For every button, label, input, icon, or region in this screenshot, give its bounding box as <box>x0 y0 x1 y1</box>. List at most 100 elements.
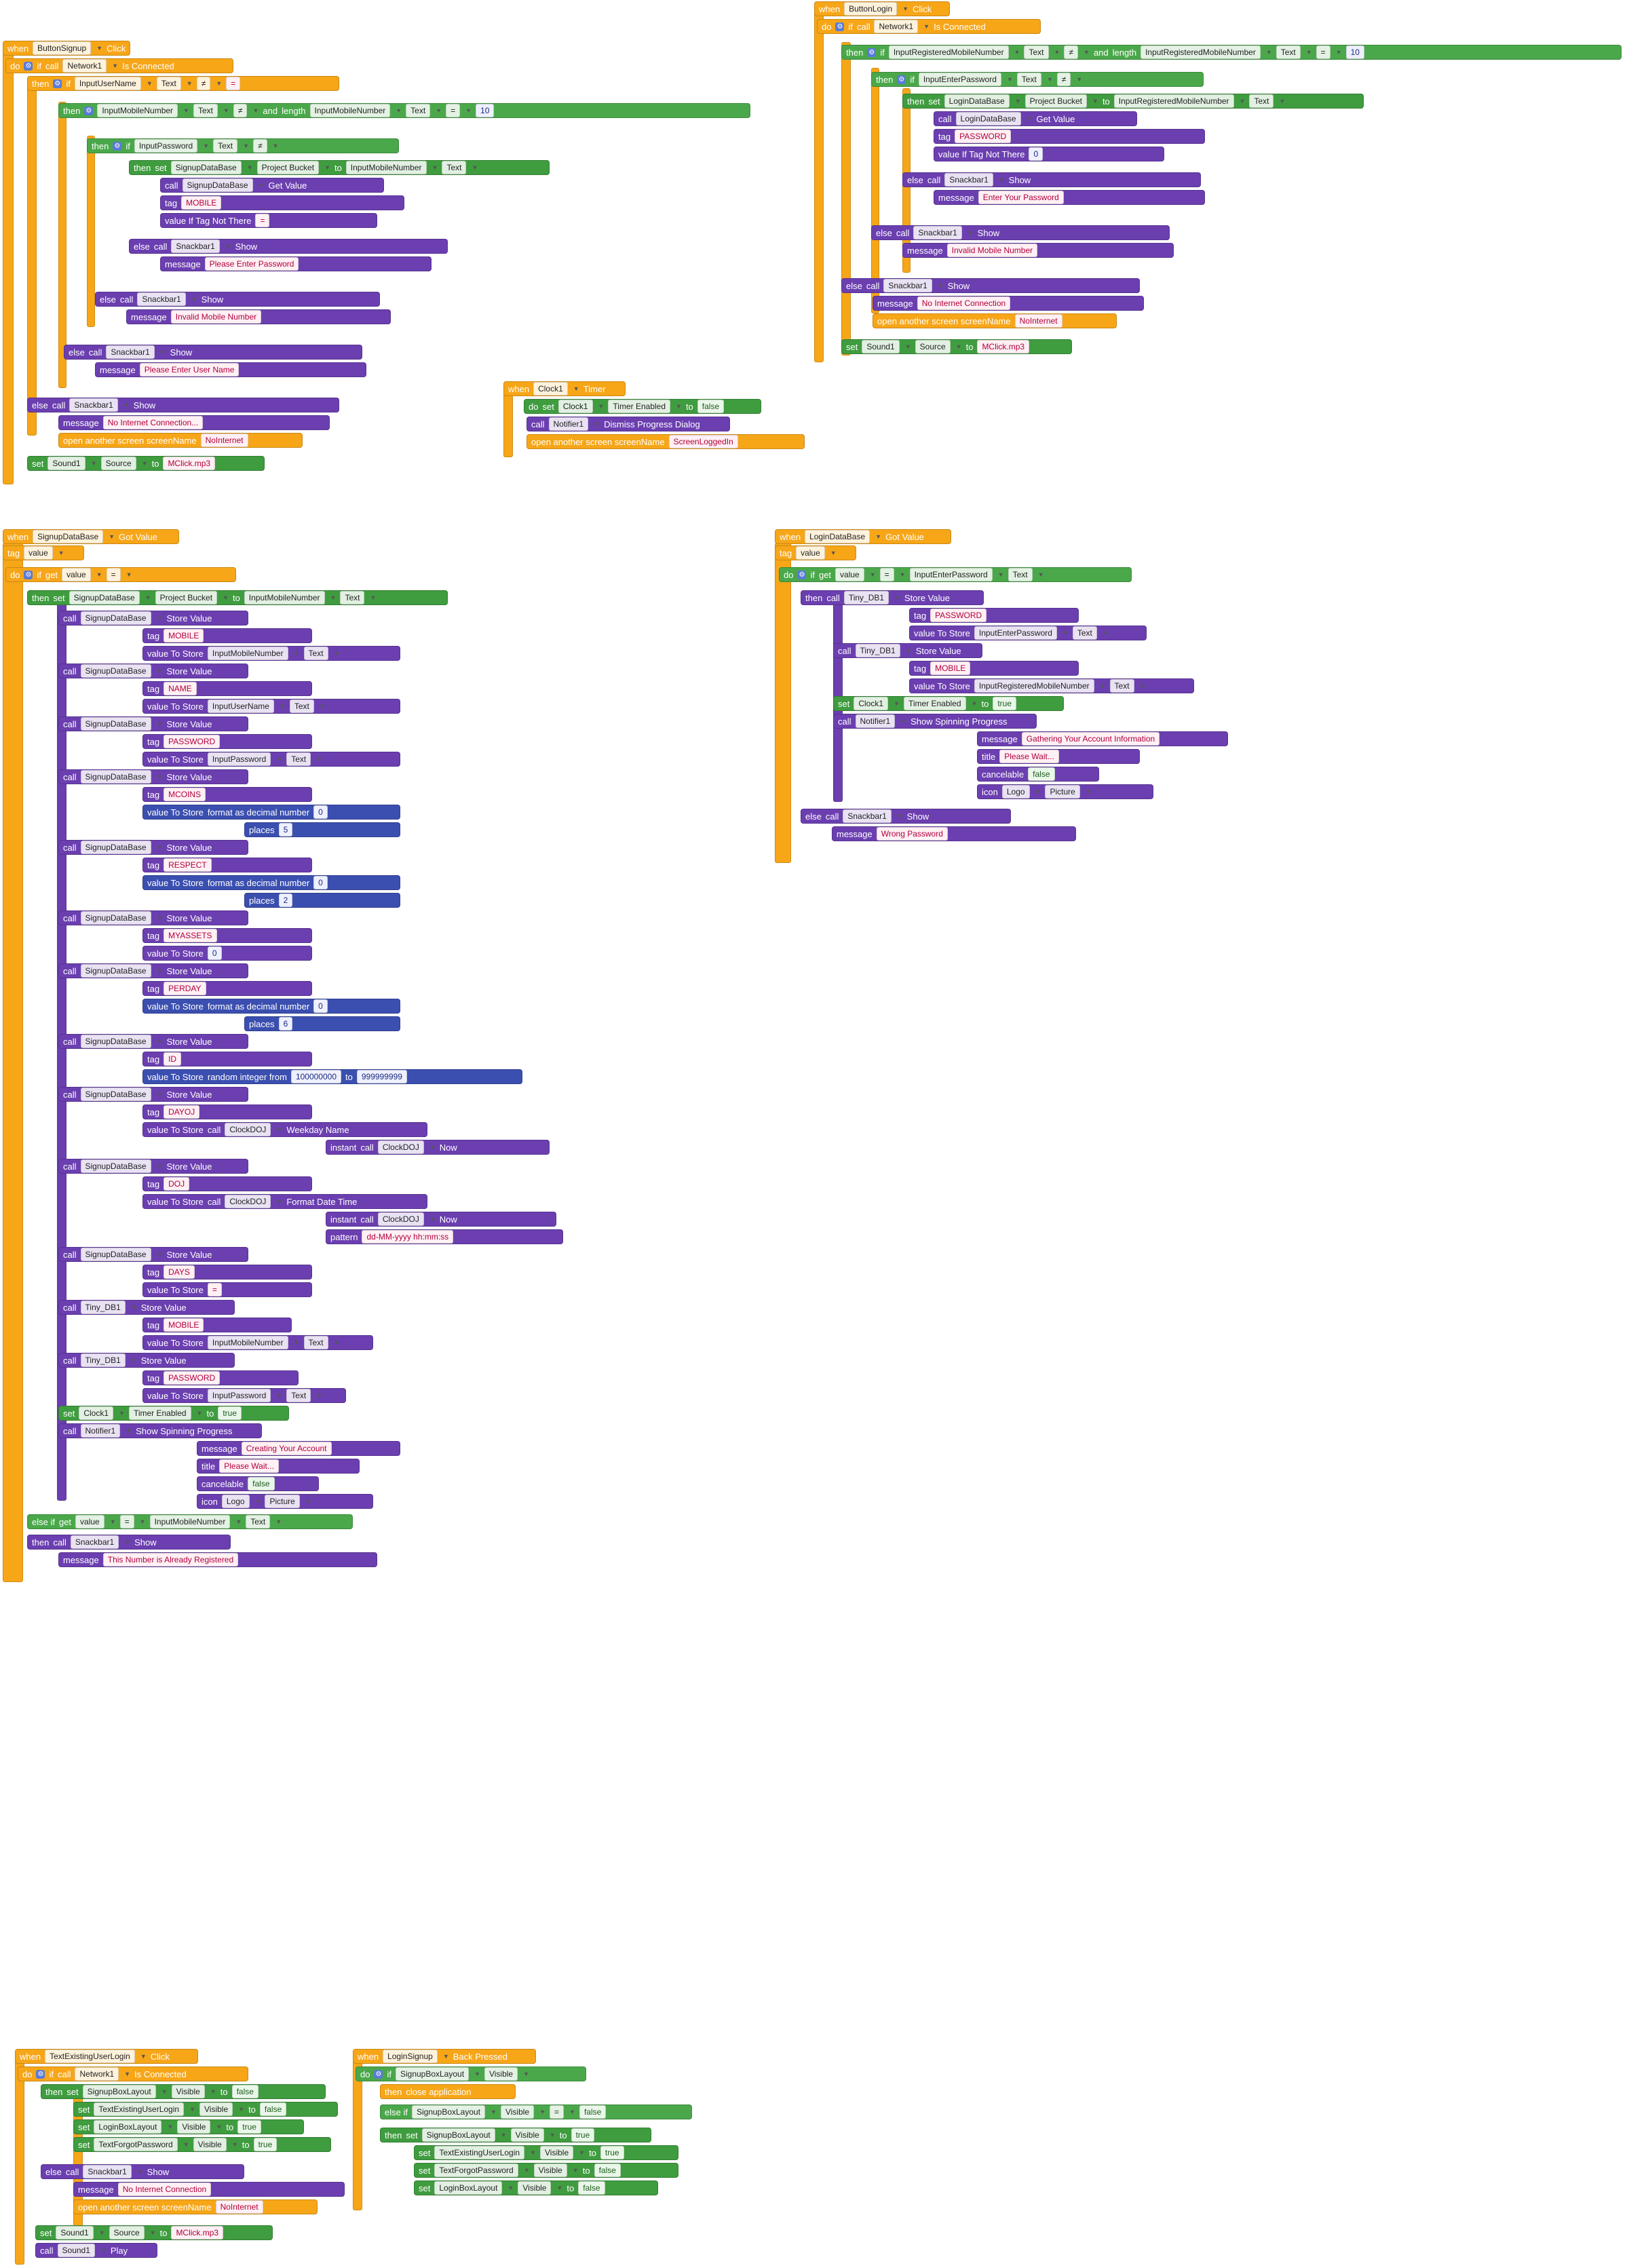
chevron-down-icon[interactable]: ▼ <box>112 62 119 69</box>
dropdown-field[interactable]: Source <box>915 340 951 353</box>
dropdown-field[interactable]: SignupDataBase <box>80 911 151 925</box>
text-literal[interactable]: RESPECT <box>164 858 212 872</box>
text-literal[interactable]: Please Enter Password <box>204 257 299 271</box>
number-literal[interactable]: 0 <box>313 999 328 1013</box>
chevron-down-icon[interactable]: ▼ <box>436 107 442 114</box>
dropdown-field[interactable]: InputEnterPassword <box>974 626 1057 640</box>
chevron-down-icon[interactable]: ▼ <box>156 1251 163 1258</box>
text-literal[interactable]: MOBILE <box>164 1318 204 1332</box>
dropdown-field[interactable]: SignupDataBase <box>33 530 104 543</box>
dropdown-field[interactable]: Text <box>340 591 365 604</box>
dropdown-field[interactable]: TextExistingUserLogin <box>45 2050 135 2063</box>
chevron-down-icon[interactable]: ▼ <box>923 23 930 30</box>
chevron-down-icon[interactable]: ▼ <box>276 1198 283 1205</box>
dropdown-field[interactable]: value <box>24 546 53 560</box>
dropdown-field[interactable]: Visible <box>171 2085 205 2098</box>
dropdown-field[interactable]: Snackbar1 <box>83 2165 132 2178</box>
dropdown-field[interactable]: Visible <box>540 2146 574 2159</box>
dropdown-field[interactable]: Clock1 <box>854 697 889 710</box>
text-literal[interactable]: NAME <box>164 682 197 695</box>
chevron-down-icon[interactable]: ▼ <box>330 594 337 601</box>
chevron-down-icon[interactable]: ▼ <box>474 2071 480 2077</box>
chevron-down-icon[interactable]: ▼ <box>196 1410 203 1417</box>
chevron-down-icon[interactable]: ▼ <box>90 460 97 467</box>
chevron-down-icon[interactable]: ▼ <box>1037 571 1044 578</box>
dropdown-field[interactable]: Text <box>1109 679 1134 693</box>
text-literal[interactable]: Invalid Mobile Number <box>946 244 1038 257</box>
chevron-down-icon[interactable]: ▼ <box>272 142 279 149</box>
number-literal[interactable]: 5 <box>278 823 293 837</box>
dropdown-field[interactable]: InputMobileNumber <box>149 1515 231 1529</box>
chevron-down-icon[interactable]: ▼ <box>896 813 903 820</box>
dropdown-field[interactable]: Tiny_DB1 <box>80 1353 126 1367</box>
dropdown-field[interactable]: Sound1 <box>862 340 900 353</box>
mutator-gear-icon[interactable]: ⚙ <box>84 106 94 115</box>
text-literal[interactable]: NoInternet <box>215 2200 263 2214</box>
chevron-down-icon[interactable]: ▼ <box>189 2106 195 2113</box>
chevron-down-icon[interactable]: ▼ <box>997 571 1004 578</box>
chevron-down-icon[interactable]: ▼ <box>258 182 265 189</box>
text-literal[interactable]: No Internet Connection... <box>102 416 204 429</box>
dropdown-field[interactable]: LoginDataBase <box>805 530 870 543</box>
dropdown-field[interactable]: Logo <box>221 1495 250 1508</box>
text-literal[interactable]: Enter Your Password <box>978 191 1064 204</box>
text-literal[interactable]: PASSWORD <box>164 735 221 748</box>
chevron-down-icon[interactable]: ▼ <box>333 1339 340 1346</box>
chevron-down-icon[interactable]: ▼ <box>594 421 600 427</box>
dropdown-field[interactable]: Clock1 <box>79 1406 114 1420</box>
dropdown-field[interactable]: = <box>106 568 121 581</box>
chevron-down-icon[interactable]: ▼ <box>500 2132 507 2138</box>
dropdown-field[interactable]: Logo <box>1001 785 1030 799</box>
dropdown-field[interactable]: LoginSignup <box>383 2050 438 2063</box>
dropdown-field[interactable]: SignupDataBase <box>182 178 253 192</box>
number-literal[interactable]: 0 <box>1029 147 1043 161</box>
boolean-literal[interactable]: true <box>253 2138 277 2151</box>
chevron-down-icon[interactable]: ▼ <box>572 2167 579 2174</box>
chevron-down-icon[interactable]: ▼ <box>149 2229 156 2236</box>
dropdown-field[interactable]: = <box>446 104 461 117</box>
chevron-down-icon[interactable]: ▼ <box>904 343 911 350</box>
chevron-down-icon[interactable]: ▼ <box>156 773 163 780</box>
mutator-gear-icon[interactable]: ⚙ <box>835 22 845 31</box>
chevron-down-icon[interactable]: ▼ <box>124 2071 131 2077</box>
dropdown-field[interactable]: Visible <box>500 2105 535 2119</box>
chevron-down-icon[interactable]: ▼ <box>1006 76 1013 83</box>
dropdown-field[interactable]: SignupDataBase <box>80 611 151 625</box>
dropdown-field[interactable]: InputPassword <box>207 1389 271 1402</box>
dropdown-field[interactable]: Text <box>286 752 311 766</box>
number-literal[interactable]: 0 <box>207 946 222 960</box>
text-literal[interactable]: MCOINS <box>164 788 206 801</box>
dropdown-field[interactable]: InputEnterPassword <box>909 568 993 581</box>
dropdown-field[interactable]: Project Bucket <box>155 591 218 604</box>
number-literal[interactable]: 10 <box>1345 45 1364 59</box>
dropdown-field[interactable]: ClockDOJ <box>225 1123 271 1136</box>
